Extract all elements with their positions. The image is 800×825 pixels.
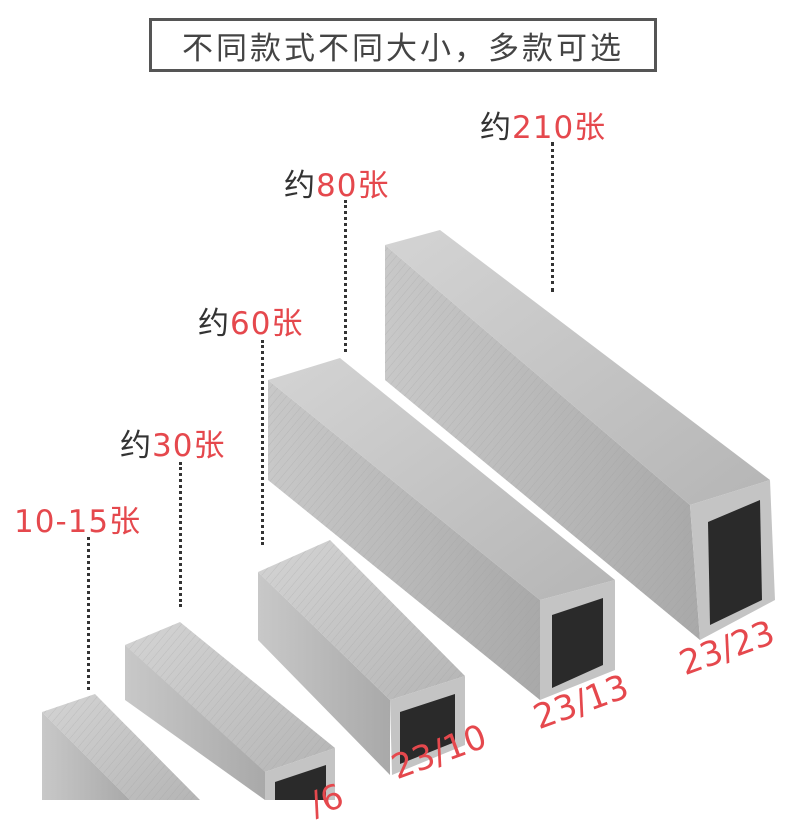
capacity-label-80: 约80张	[284, 168, 390, 204]
staple-box-23-23	[385, 230, 775, 640]
banner: 不同款式不同大小，多款可选	[149, 18, 657, 72]
capacity-label-210: 约210张	[480, 110, 607, 146]
pointer-line-10-15	[87, 537, 90, 690]
pointer-line-210	[551, 142, 554, 292]
capacity-label-30: 约30张	[120, 428, 226, 464]
pointer-line-30	[179, 462, 182, 607]
staples-illustration	[42, 230, 775, 800]
pointer-line-60	[261, 340, 264, 545]
capacity-label-60: 约60张	[198, 306, 304, 342]
pointer-line-80	[344, 200, 347, 352]
capacity-label-10-15: 10-15张	[14, 504, 142, 540]
banner-text: 不同款式不同大小，多款可选	[182, 30, 624, 67]
staple-box-23-6	[42, 694, 200, 800]
staple-box-23-10	[258, 540, 465, 775]
staple-box-23-13	[268, 358, 615, 700]
staple-box-23-8	[125, 622, 335, 800]
